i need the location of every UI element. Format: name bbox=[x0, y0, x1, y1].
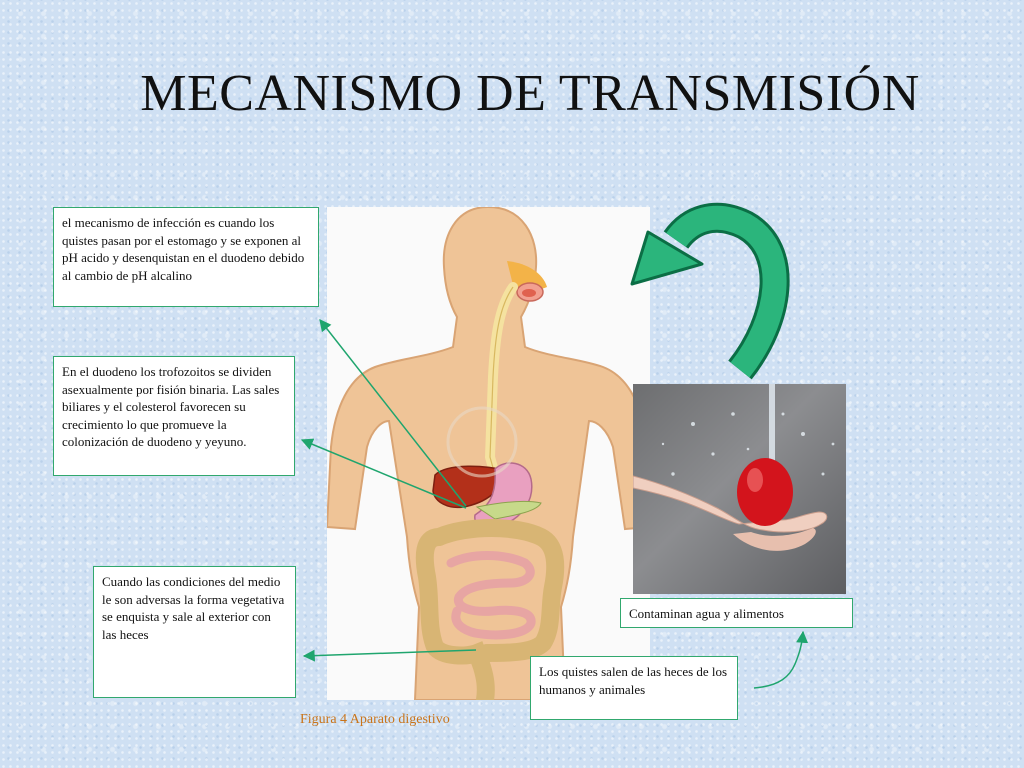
big-curved-arrow-icon bbox=[630, 202, 790, 380]
contaminate-water-food-box: Contaminan agua y alimentos bbox=[620, 598, 853, 628]
cysts-feces-box: Los quistes salen de las heces de los hu… bbox=[530, 656, 738, 720]
esophagus-outline bbox=[489, 286, 514, 476]
apple bbox=[737, 458, 793, 526]
infection-mechanism-box: el mecanismo de infección es cuando los … bbox=[53, 207, 319, 307]
nasal-cavity bbox=[507, 261, 547, 291]
water-stream bbox=[769, 384, 775, 470]
body-illustration bbox=[325, 205, 652, 709]
palm bbox=[733, 528, 816, 551]
encystment-box: Cuando las condiciones del medio le son … bbox=[93, 566, 296, 698]
duodenum-trophozoites-box: En el duodeno los trofozoitos se dividen… bbox=[53, 356, 295, 476]
apple-washing-illustration bbox=[633, 384, 835, 551]
tongue bbox=[522, 289, 536, 297]
large-intestine-right bbox=[430, 519, 565, 662]
digestive-system-figure bbox=[325, 205, 652, 709]
apple-washing-photo bbox=[633, 384, 846, 594]
hand bbox=[633, 475, 828, 533]
large-intestine-left bbox=[415, 528, 495, 709]
small-intestine bbox=[446, 551, 536, 640]
pancreas bbox=[475, 500, 542, 520]
slide-title: MECANISMO DE TRANSMISIÓN bbox=[140, 65, 920, 122]
figure-caption: Figura 4 Aparato digestivo bbox=[300, 712, 450, 727]
arrow-to-contaminate-box bbox=[753, 630, 809, 689]
apple-highlight bbox=[747, 468, 763, 492]
